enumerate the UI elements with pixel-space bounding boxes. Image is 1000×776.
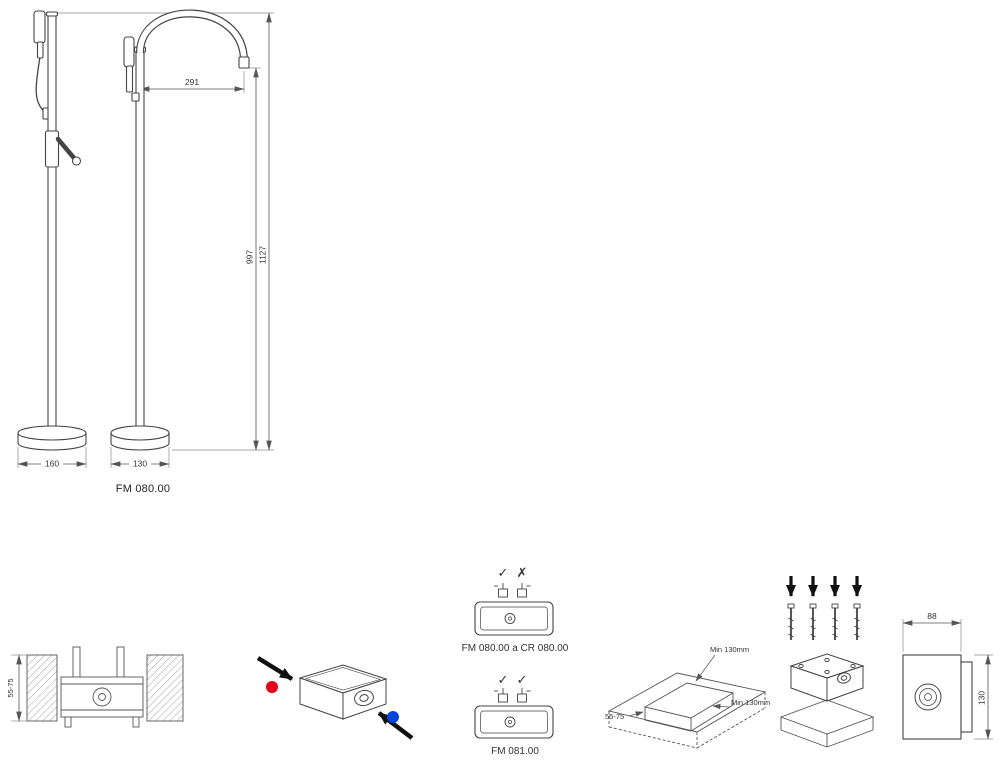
- recess-min-width-label: Min 130mm: [710, 645, 749, 654]
- connection-direction-arrows: [256, 656, 414, 740]
- hand-shower-handle: [36, 41, 44, 59]
- supply-pipe-left: [72, 646, 81, 680]
- base-bottom: [17, 442, 87, 451]
- hidden-edges: [608, 692, 766, 749]
- hand-shower-handle-side: [125, 65, 134, 93]
- built-in-box-top-view-2: [474, 705, 554, 739]
- faucet-technical-drawing: 291 160 130 997 1127: [17, 9, 274, 469]
- check-mark-1: ✓: [498, 565, 509, 580]
- floor-section-detail: 55-75: [6, 646, 184, 728]
- anchor-left: [64, 716, 72, 728]
- lever-knob: [71, 156, 82, 166]
- base-top: [17, 425, 87, 441]
- hot-water-indicator: [266, 681, 278, 693]
- model-label: FM 080.00: [115, 483, 171, 495]
- fixing-screws: [787, 603, 861, 640]
- anchor-right: [132, 716, 140, 728]
- supply-pipe-right: [116, 646, 125, 680]
- check-mark-2b: ✓: [517, 672, 528, 687]
- base-top-side: [110, 425, 170, 441]
- dim-box-width: 88: [927, 611, 937, 621]
- dim-box-height: 130: [977, 691, 987, 705]
- hand-shower-hose: [35, 56, 47, 114]
- dim-base-front: 160: [45, 459, 59, 469]
- built-in-box-top-view-1: [474, 601, 554, 636]
- hand-shower-head: [33, 10, 46, 44]
- cold-water-indicator: [387, 711, 399, 723]
- dim-spout-reach: 291: [185, 77, 199, 87]
- floor-blocks: [26, 654, 184, 722]
- side-view-faucet: [110, 9, 250, 451]
- mixer-lever: [55, 136, 77, 161]
- compatibility-detail: ✓ ✗ FM 080.00 a CR 080.00 ✓ ✓: [462, 565, 569, 757]
- column-cap: [45, 11, 59, 17]
- base-slab: [779, 699, 875, 748]
- valve-symbols-1: [494, 583, 531, 598]
- box-flange: [960, 661, 973, 733]
- mixer-body: [44, 130, 60, 168]
- recess-depth-label: 55-75: [605, 712, 624, 721]
- dimension-lines-f: [902, 620, 991, 740]
- cold-inlet-arrow: [377, 711, 414, 740]
- depth-dimension: 55-75: [6, 654, 27, 722]
- install-direction-arrows: [786, 576, 862, 597]
- base-bottom-side: [110, 442, 170, 451]
- variant-1-label: FM 080.00 a CR 080.00: [462, 643, 569, 654]
- box-side-view: [902, 654, 973, 740]
- valve-symbols-2: [494, 688, 531, 703]
- front-view-faucet: [17, 10, 87, 451]
- variant-2-group: ✓ ✓ FM 081.00: [474, 672, 554, 757]
- variant-1-group: ✓ ✗ FM 080.00 a CR 080.00: [462, 565, 569, 654]
- cross-mark-1: ✗: [517, 565, 528, 580]
- floor-recess-detail: Min 130mm Min 130mm 55-75: [605, 645, 770, 749]
- recess-min-depth2-label: Min 130mm: [731, 698, 770, 707]
- check-mark-2a: ✓: [498, 672, 509, 687]
- recess-leaders: [628, 654, 730, 717]
- dim-floor-depth: 55-75: [6, 678, 15, 697]
- dim-spout-height: 997: [245, 250, 255, 264]
- riser-column: [47, 14, 57, 429]
- riser-column-side: [135, 50, 145, 429]
- spout-outlet: [238, 56, 250, 69]
- variant-2-label: FM 081.00: [491, 746, 539, 757]
- shower-holder-side: [131, 92, 140, 102]
- isometric-box: [298, 664, 388, 720]
- screw-fixing-detail: [779, 576, 875, 748]
- isometric-box-with-holes: [789, 653, 865, 702]
- dim-base-side: 130: [133, 459, 147, 469]
- hand-shower-head-side: [123, 36, 135, 68]
- dimension-labels: 291 160 130 997 1127: [41, 77, 268, 469]
- gooseneck-spout-inner: [137, 10, 247, 62]
- box-side-view-detail: 88 130: [902, 611, 993, 740]
- box-connection-detail: [256, 656, 414, 740]
- recess-isometric: [607, 672, 767, 749]
- dim-total-height: 1127: [258, 246, 268, 265]
- mounting-box-section: [60, 646, 144, 728]
- hot-inlet-arrow: [256, 656, 294, 681]
